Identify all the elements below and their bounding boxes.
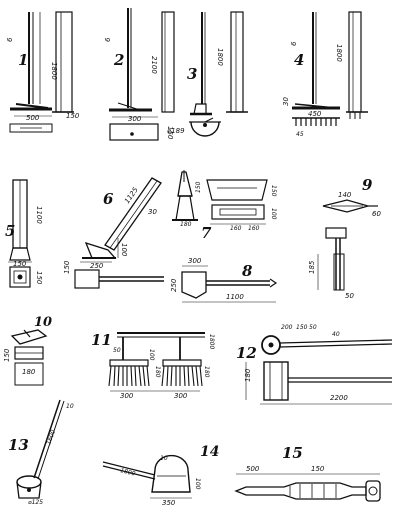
dim-3-diameter: ⌀189 bbox=[167, 127, 185, 135]
dim-6-base: 150 bbox=[63, 260, 71, 274]
dim-10-height: 150 bbox=[3, 348, 11, 362]
dim-13-thickness: 10 bbox=[66, 403, 74, 410]
dim-5-handle: 1100 bbox=[35, 206, 43, 224]
dim-11-h3: 180 bbox=[154, 366, 161, 378]
dim-9-depth: 50 bbox=[345, 292, 354, 300]
dim-4-height: 30 bbox=[282, 97, 290, 106]
dim-6-handle: 1125 bbox=[123, 186, 140, 206]
tool-15-label: 15 bbox=[282, 444, 303, 462]
dim-5-width: 150 bbox=[13, 260, 27, 268]
tool-5-tamper: 5 1100 150 150 bbox=[5, 179, 43, 288]
tool-6-angled-shovel: 6 1125 30 250 100 150 bbox=[63, 177, 164, 289]
tool-6-label: 6 bbox=[103, 190, 114, 208]
dim-5-height: 150 bbox=[35, 271, 43, 285]
dim-1-handle: 1800 bbox=[50, 62, 58, 80]
dim-8-length: 1100 bbox=[226, 293, 244, 301]
tool-4-label: 4 bbox=[294, 51, 304, 69]
tool-8-shovel: 8 300 250 1100 bbox=[170, 257, 278, 303]
dim-12-w1: 200 bbox=[281, 324, 293, 331]
tool-12-roller: 12 200 150 50 40 180 2200 bbox=[236, 324, 393, 405]
dim-11-h4: 180 bbox=[203, 366, 210, 378]
tool-14-bucket: 14 1800 10 350 100 bbox=[102, 444, 219, 507]
dim-2-thickness: 6 bbox=[104, 37, 112, 42]
dim-1-width: 500 bbox=[26, 114, 40, 122]
dim-12-h: 40 bbox=[332, 331, 340, 338]
tool-2-label: 2 bbox=[113, 51, 124, 69]
dim-4-width: 450 bbox=[308, 110, 322, 118]
dim-11-handle: 1800 bbox=[208, 334, 215, 349]
dim-10-width: 180 bbox=[22, 368, 36, 376]
tool-2-scraper: 2 6 2100 300 150 bbox=[104, 8, 175, 141]
dim-15-d1: 500 bbox=[246, 465, 260, 473]
dim-4-thickness: 6 bbox=[290, 41, 298, 46]
dim-2-height: 150 bbox=[166, 126, 174, 140]
dim-12-length: 2200 bbox=[330, 394, 348, 402]
dim-9-height: 60 bbox=[372, 210, 381, 218]
dim-4-teeth: 45 bbox=[296, 131, 304, 138]
tool-5-label: 5 bbox=[5, 222, 15, 240]
dim-14-thickness: 10 bbox=[160, 455, 168, 462]
tool-3-tamper: 3 1800 ⌀189 bbox=[167, 11, 248, 137]
dim-2-width: 300 bbox=[128, 115, 142, 123]
dim-6-height: 100 bbox=[120, 243, 128, 257]
dim-11-width2: 300 bbox=[174, 392, 188, 400]
tool-7-label: 7 bbox=[201, 224, 212, 242]
tool-10-label: 10 bbox=[34, 315, 52, 330]
tool-14-label: 14 bbox=[200, 444, 219, 460]
dim-7-w3: 180 bbox=[180, 221, 192, 228]
dim-8-height: 250 bbox=[170, 278, 178, 292]
dim-11-h1: 50 bbox=[113, 347, 121, 354]
tool-4-rake: 4 6 1800 450 30 45 bbox=[282, 11, 368, 138]
tool-13-ladle: 13 1600 10 ⌀125 bbox=[8, 399, 74, 506]
dim-13-diameter: ⌀125 bbox=[28, 499, 43, 506]
tool-12-label: 12 bbox=[236, 344, 257, 362]
dim-12-w3: 50 bbox=[309, 324, 317, 331]
brush-right bbox=[161, 359, 203, 387]
dim-1-height: 150 bbox=[66, 112, 80, 120]
dim-7-w2: 100 bbox=[270, 208, 277, 220]
rake-teeth bbox=[295, 118, 337, 126]
tool-9-trowel: 9 140 60 50 185 bbox=[308, 176, 381, 300]
dim-12-height: 180 bbox=[244, 368, 252, 382]
dim-7-w4: 160 bbox=[248, 225, 260, 232]
dim-7-h1: 150 bbox=[195, 181, 202, 193]
dim-14-width: 350 bbox=[162, 499, 176, 507]
dim-11-h2: 100 bbox=[148, 349, 155, 361]
dim-9-length: 185 bbox=[308, 260, 316, 274]
dim-9-width: 140 bbox=[338, 191, 352, 199]
dim-4-handle: 1800 bbox=[335, 44, 343, 62]
dim-11-width1: 300 bbox=[120, 392, 134, 400]
dim-2-handle: 2100 bbox=[150, 56, 158, 74]
tool-10-float: 10 150 180 bbox=[3, 315, 52, 386]
tool-9-label: 9 bbox=[362, 176, 373, 194]
tool-7-rammer: 7 150 150 160 100 180 160 bbox=[172, 170, 277, 242]
dim-6-angle: 30 bbox=[148, 208, 157, 216]
dim-7-w1: 160 bbox=[230, 225, 242, 232]
dim-1-thickness: 6 bbox=[6, 37, 14, 42]
dim-7-h2: 150 bbox=[270, 185, 277, 197]
tool-11-label: 11 bbox=[91, 331, 112, 349]
tool-13-label: 13 bbox=[8, 436, 29, 454]
dim-13-handle: 1600 bbox=[45, 429, 57, 446]
dim-6-width: 250 bbox=[90, 262, 104, 270]
dim-14-handle: 1800 bbox=[120, 467, 137, 478]
tool-8-label: 8 bbox=[242, 262, 253, 280]
tool-11-brushes: 11 1800 50 100 180 180 300 300 bbox=[91, 331, 215, 400]
dim-8-width: 300 bbox=[188, 257, 202, 265]
dim-14-height: 100 bbox=[194, 478, 201, 490]
dim-15-d2: 150 bbox=[311, 465, 325, 473]
tool-1-label: 1 bbox=[18, 51, 28, 69]
dim-3-handle: 1800 bbox=[216, 48, 224, 66]
brush-left bbox=[108, 359, 150, 387]
tool-3-label: 3 bbox=[187, 65, 197, 83]
tool-1-scraper: 1 6 1800 500 150 bbox=[6, 11, 80, 133]
dim-12-w2: 150 bbox=[296, 324, 308, 331]
tool-15-chisel: 15 500 150 bbox=[234, 444, 381, 502]
